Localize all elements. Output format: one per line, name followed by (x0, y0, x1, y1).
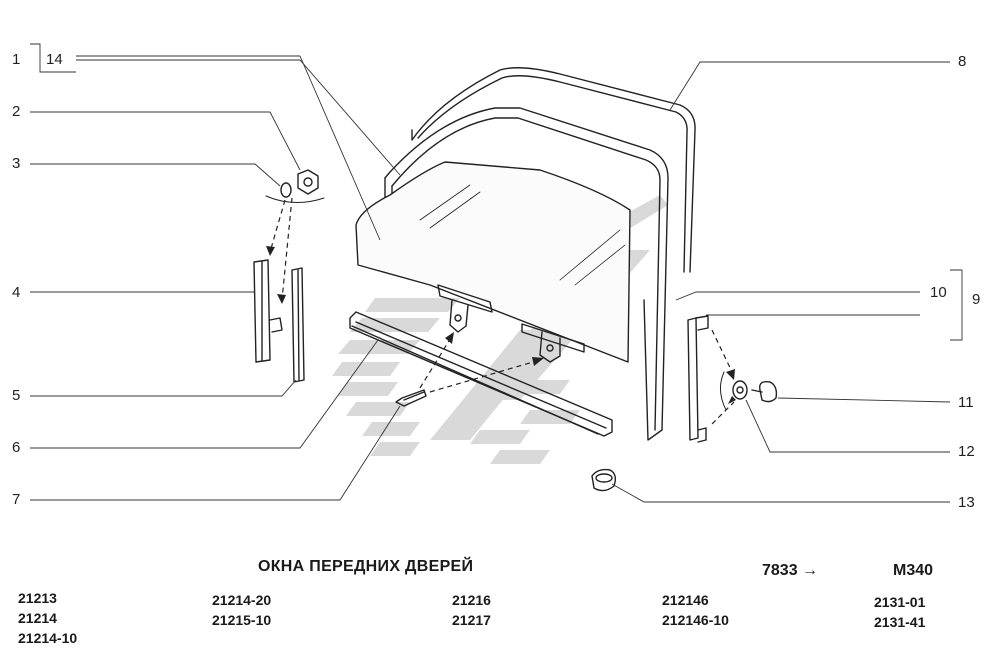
series-number: 7833 (762, 562, 798, 579)
callout-4: 4 (12, 284, 21, 301)
diagram-title: ОКНА ПЕРЕДНИХ ДВЕРЕЙ (258, 558, 474, 575)
window-glass (355, 161, 631, 363)
model-code: 21216 (452, 592, 491, 608)
rubber-plug (591, 468, 617, 492)
model-column-4: 212146 212146-10 (662, 590, 729, 630)
frame-seal-outer-inner (417, 75, 688, 273)
model-code: 212146 (662, 592, 709, 608)
exploded-view-diagram (30, 43, 963, 503)
callout-1: 1 (12, 51, 21, 68)
glass-bracket-rear (521, 323, 585, 353)
model-column-3: 21216 21217 (452, 590, 491, 630)
model-column-5: 2131-01 2131-41 (874, 592, 925, 632)
model-code: 212146-10 (662, 612, 729, 628)
lower-channel (349, 311, 613, 437)
model-column-1: 21213 21214 21214-10 (18, 588, 77, 648)
model-column-2: 21214-20 21215-10 (212, 590, 271, 630)
glass-bracket-front (437, 284, 493, 313)
frame-seal-outer (411, 67, 696, 273)
rear-channel-bracket (687, 317, 699, 441)
screw (395, 389, 427, 407)
callout-3: 3 (12, 155, 21, 172)
bolt-11 (759, 380, 778, 403)
series-arrow: → (802, 562, 819, 579)
front-channel-right (291, 267, 305, 383)
callout-7: 7 (12, 491, 21, 508)
callout-12: 12 (958, 443, 975, 460)
model-code: 21217 (452, 612, 491, 628)
callout-13: 13 (958, 494, 975, 511)
page-code: М340 (893, 562, 934, 579)
nut (297, 169, 319, 195)
callout-2: 2 (12, 103, 21, 120)
callout-6: 6 (12, 439, 21, 456)
model-code: 21214 (18, 610, 57, 626)
callout-5: 5 (12, 387, 21, 404)
model-code: 2131-41 (874, 614, 926, 630)
model-code: 21213 (18, 590, 57, 606)
model-code: 21214-20 (212, 592, 272, 608)
guide-channel (384, 107, 669, 431)
washer-12 (732, 380, 748, 400)
leader-lines (30, 43, 963, 503)
callout-14: 14 (46, 51, 63, 68)
model-code: 2131-01 (874, 594, 926, 610)
callout-9: 9 (972, 291, 981, 308)
assembly-arrows (269, 197, 735, 425)
washer (280, 182, 292, 198)
callout-8: 8 (958, 53, 967, 70)
callout-11: 11 (958, 394, 974, 411)
callout-10: 10 (930, 284, 947, 301)
model-code: 21215-10 (212, 612, 272, 628)
series-label: 7833 → (762, 562, 818, 580)
arrowheads (266, 246, 736, 404)
model-code: 21214-10 (18, 630, 78, 646)
front-channel-left (253, 259, 271, 363)
guide-channel-inner (391, 117, 661, 431)
